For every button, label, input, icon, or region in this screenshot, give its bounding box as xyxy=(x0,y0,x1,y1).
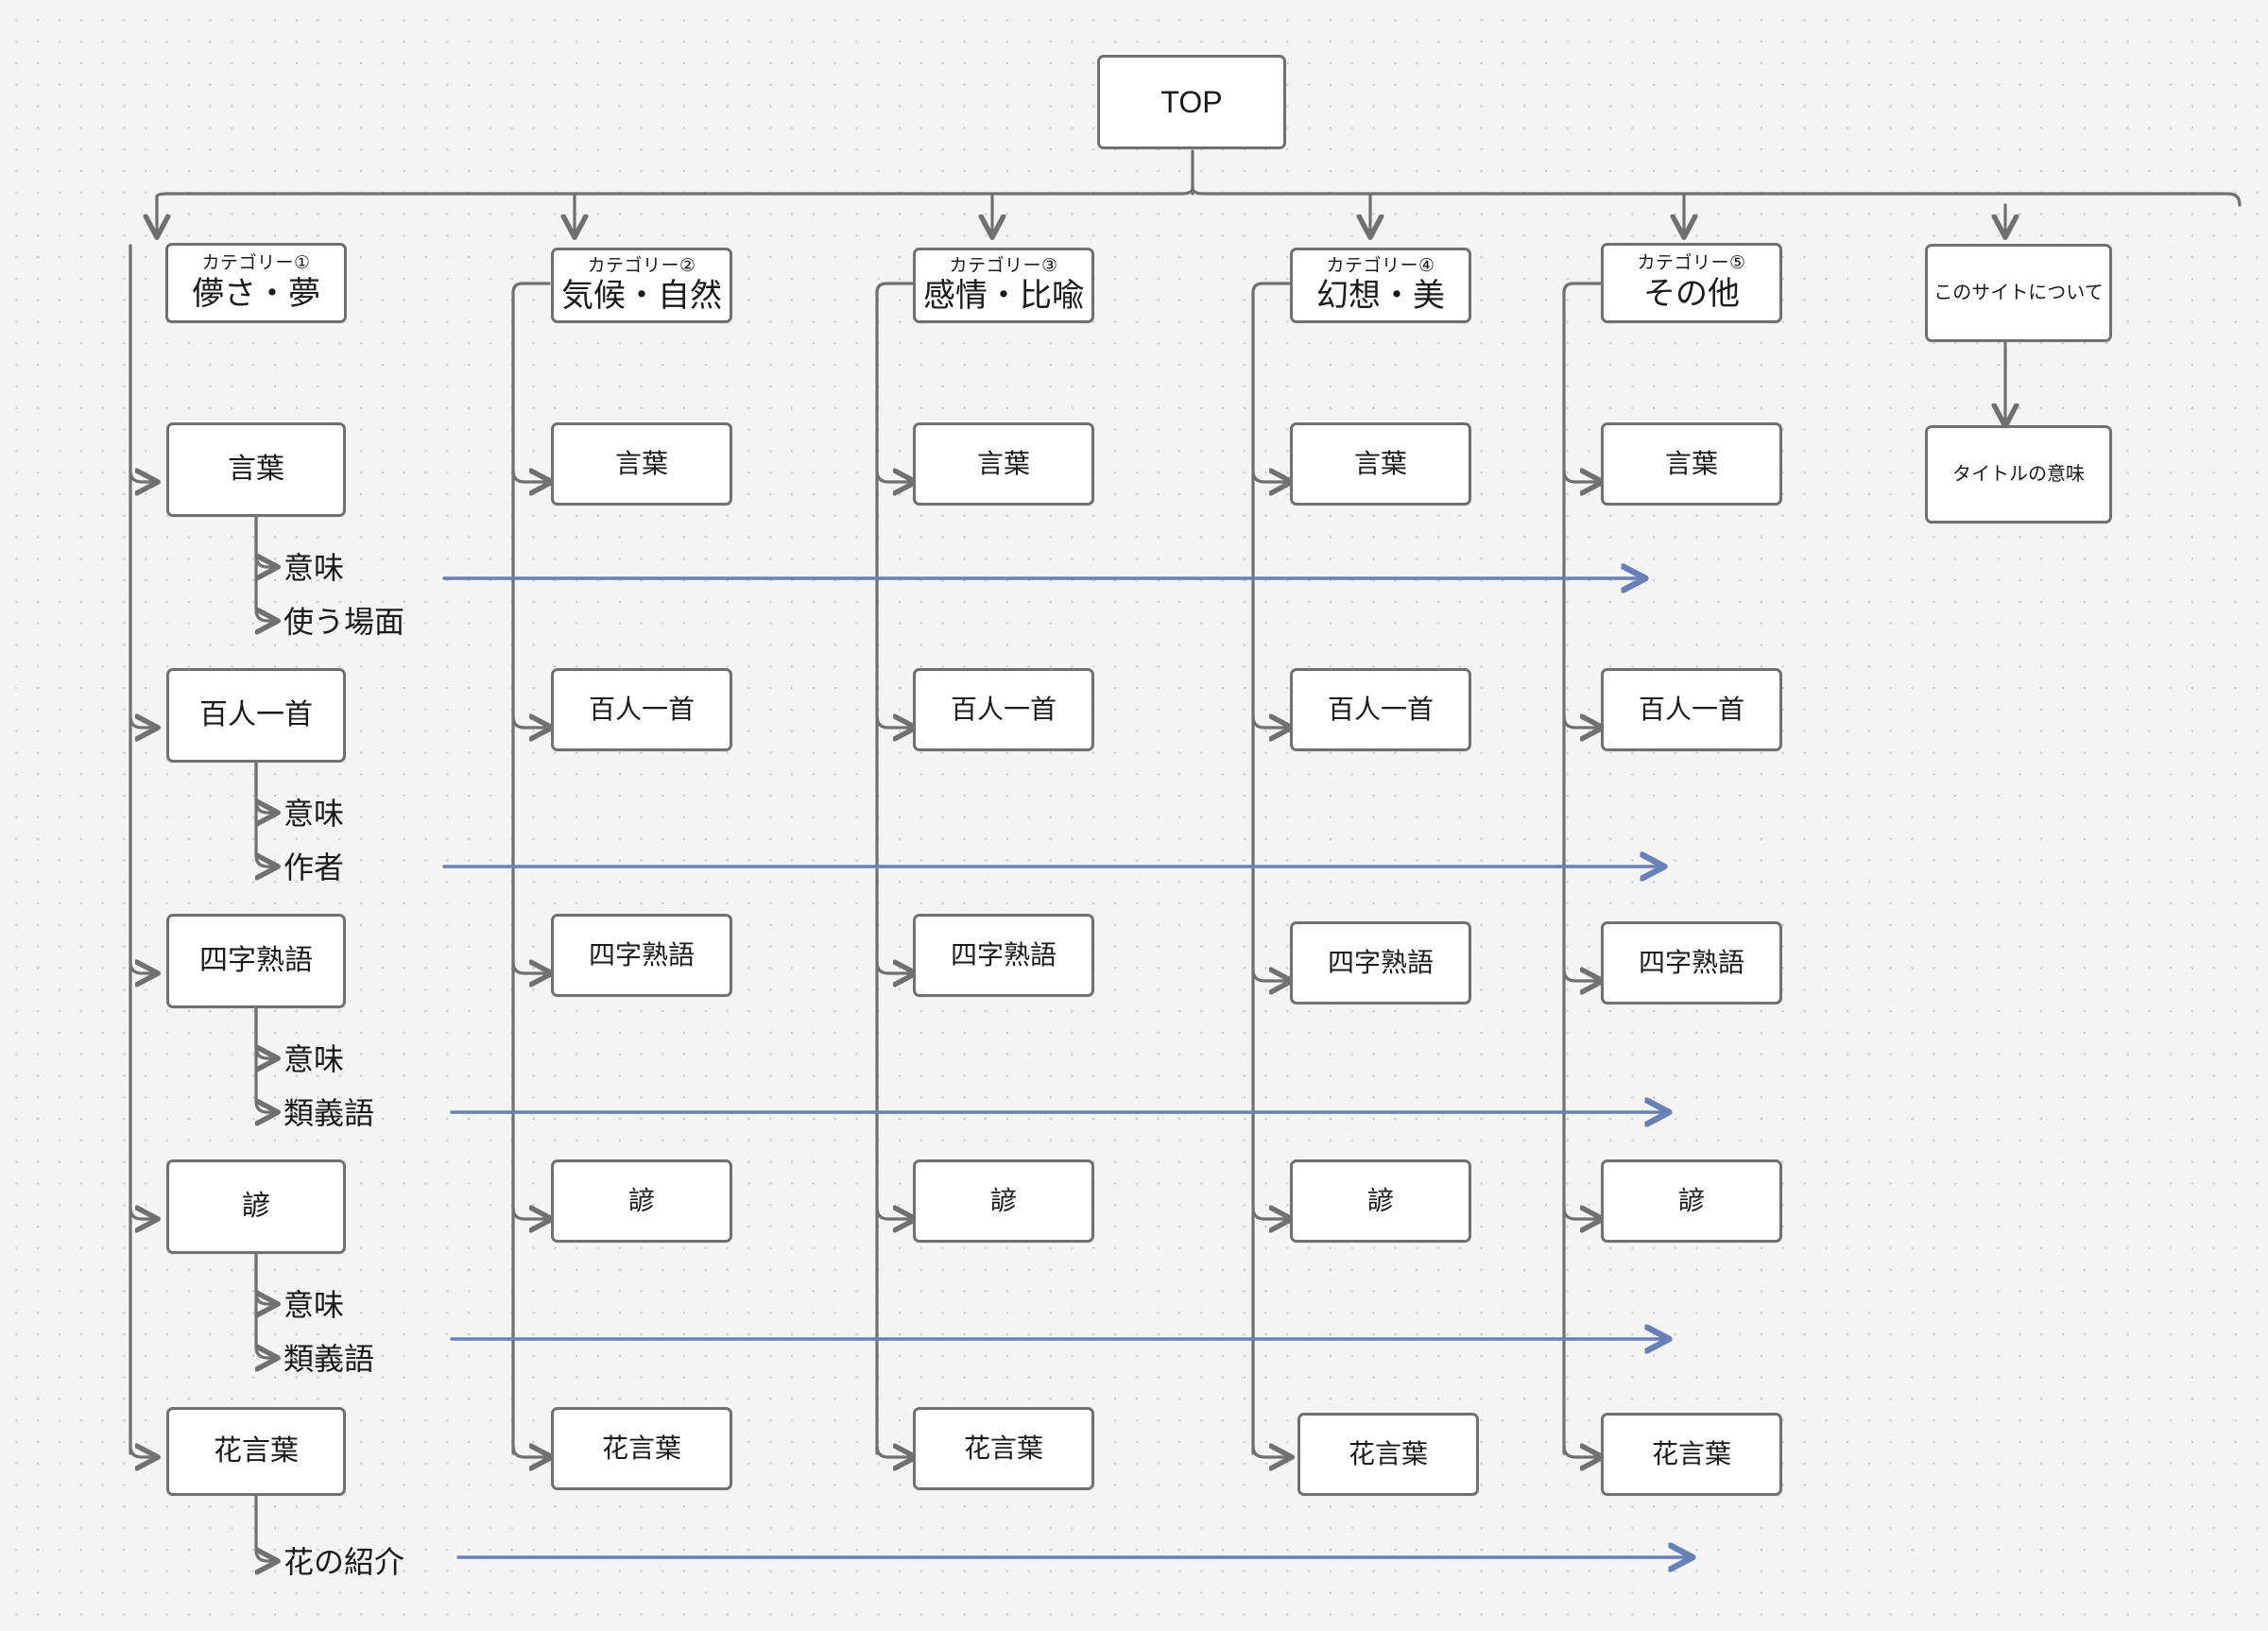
node-label: 花言葉 xyxy=(1651,1438,1731,1468)
node-c2-kotoba[interactable]: 言葉 xyxy=(551,422,732,506)
node-c4-kotoba[interactable]: 言葉 xyxy=(1290,422,1471,506)
node-top-label: TOP xyxy=(1160,84,1223,119)
node-category-3[interactable]: カテゴリー③ 感情・比喩 xyxy=(913,248,1094,323)
category-3-index: カテゴリー③ xyxy=(949,255,1058,276)
node-c2-hyakunin[interactable]: 百人一首 xyxy=(551,668,732,751)
node-label: 四字熟語 xyxy=(588,939,695,970)
node-label: 百人一首 xyxy=(1638,694,1744,724)
node-label: 四字熟語 xyxy=(199,944,313,976)
node-label: 言葉 xyxy=(614,448,668,478)
node-title-meaning[interactable]: タイトルの意味 xyxy=(1925,425,2112,524)
node-c4-yojijukugo[interactable]: 四字熟語 xyxy=(1290,921,1471,1004)
node-label: 四字熟語 xyxy=(1327,947,1434,977)
category-4-index: カテゴリー④ xyxy=(1326,255,1435,276)
node-label: 言葉 xyxy=(1664,448,1718,478)
node-category-4[interactable]: カテゴリー④ 幻想・美 xyxy=(1290,248,1471,323)
node-category-5[interactable]: カテゴリー⑤ その他 xyxy=(1601,243,1782,323)
sub-c1-kotowaza-1[interactable]: 意味 xyxy=(284,1288,345,1322)
node-c2-hanakotoba[interactable]: 花言葉 xyxy=(551,1407,732,1490)
category-5-index: カテゴリー⑤ xyxy=(1637,253,1746,274)
node-label: 言葉 xyxy=(1353,448,1407,478)
node-label: 花言葉 xyxy=(601,1433,681,1463)
node-c5-kotoba[interactable]: 言葉 xyxy=(1601,422,1782,506)
node-c2-kotowaza[interactable]: 諺 xyxy=(551,1159,732,1243)
node-c3-kotowaza[interactable]: 諺 xyxy=(913,1159,1094,1243)
node-label: 花言葉 xyxy=(963,1433,1043,1463)
sub-c1-kotowaza-2[interactable]: 類義語 xyxy=(284,1342,375,1376)
sub-c1-hyakunin-1[interactable]: 意味 xyxy=(284,797,345,831)
node-c1-hanakotoba[interactable]: 花言葉 xyxy=(166,1407,346,1496)
category-4-name: 幻想・美 xyxy=(1316,278,1445,315)
node-label: 諺 xyxy=(1677,1185,1705,1215)
node-label: 四字熟語 xyxy=(1638,947,1744,977)
node-label: 言葉 xyxy=(228,453,284,485)
node-c5-hyakunin[interactable]: 百人一首 xyxy=(1601,668,1782,751)
category-5-name: その他 xyxy=(1643,275,1740,312)
node-label: 花言葉 xyxy=(1348,1438,1428,1468)
node-label: 諺 xyxy=(627,1185,655,1215)
node-c1-kotoba[interactable]: 言葉 xyxy=(166,422,346,517)
sub-c1-yojijukugo-1[interactable]: 意味 xyxy=(284,1042,345,1076)
category-1-index: カテゴリー① xyxy=(201,253,311,274)
title-meaning-label: タイトルの意味 xyxy=(1952,463,2085,485)
sub-c1-kotoba-2[interactable]: 使う場面 xyxy=(284,605,405,639)
category-3-name: 感情・比喩 xyxy=(923,278,1084,315)
node-about-site[interactable]: このサイトについて xyxy=(1925,244,2112,342)
sub-c1-kotoba-1[interactable]: 意味 xyxy=(284,551,345,585)
node-category-2[interactable]: カテゴリー② 気候・自然 xyxy=(551,248,732,323)
node-top[interactable]: TOP xyxy=(1097,55,1286,149)
node-c3-hanakotoba[interactable]: 花言葉 xyxy=(913,1407,1094,1490)
node-label: 百人一首 xyxy=(1327,694,1434,724)
node-c1-hyakunin[interactable]: 百人一首 xyxy=(166,668,346,763)
node-c4-hanakotoba[interactable]: 花言葉 xyxy=(1297,1413,1479,1496)
node-label: 百人一首 xyxy=(199,698,313,730)
node-label: 諺 xyxy=(1366,1185,1394,1215)
category-2-name: 気候・自然 xyxy=(561,278,722,315)
node-c5-yojijukugo[interactable]: 四字熟語 xyxy=(1601,921,1782,1004)
node-c3-yojijukugo[interactable]: 四字熟語 xyxy=(913,914,1094,997)
node-category-1[interactable]: カテゴリー① 儚さ・夢 xyxy=(165,243,347,323)
sub-c1-hyakunin-2[interactable]: 作者 xyxy=(284,850,345,884)
node-c1-yojijukugo[interactable]: 四字熟語 xyxy=(166,914,346,1008)
sub-c1-hanakotoba-1[interactable]: 花の紹介 xyxy=(284,1545,405,1579)
node-label: 言葉 xyxy=(976,448,1030,478)
node-c1-kotowaza[interactable]: 諺 xyxy=(166,1159,346,1254)
node-label: 諺 xyxy=(242,1190,270,1222)
node-c3-kotoba[interactable]: 言葉 xyxy=(913,422,1094,506)
sub-c1-yojijukugo-2[interactable]: 類義語 xyxy=(284,1096,375,1130)
node-c2-yojijukugo[interactable]: 四字熟語 xyxy=(551,914,732,997)
category-2-index: カテゴリー② xyxy=(587,255,696,276)
node-c4-hyakunin[interactable]: 百人一首 xyxy=(1290,668,1471,751)
node-c4-kotowaza[interactable]: 諺 xyxy=(1290,1159,1471,1243)
node-label: 四字熟語 xyxy=(950,939,1057,970)
node-label: 百人一首 xyxy=(588,694,695,724)
about-site-label: このサイトについて xyxy=(1933,282,2104,303)
node-c5-kotowaza[interactable]: 諺 xyxy=(1601,1159,1782,1243)
node-label: 諺 xyxy=(989,1185,1017,1215)
node-c5-hanakotoba[interactable]: 花言葉 xyxy=(1601,1413,1782,1496)
category-1-name: 儚さ・夢 xyxy=(192,275,320,312)
node-label: 百人一首 xyxy=(950,694,1057,724)
node-label: 花言葉 xyxy=(214,1434,299,1467)
node-c3-hyakunin[interactable]: 百人一首 xyxy=(913,668,1094,751)
